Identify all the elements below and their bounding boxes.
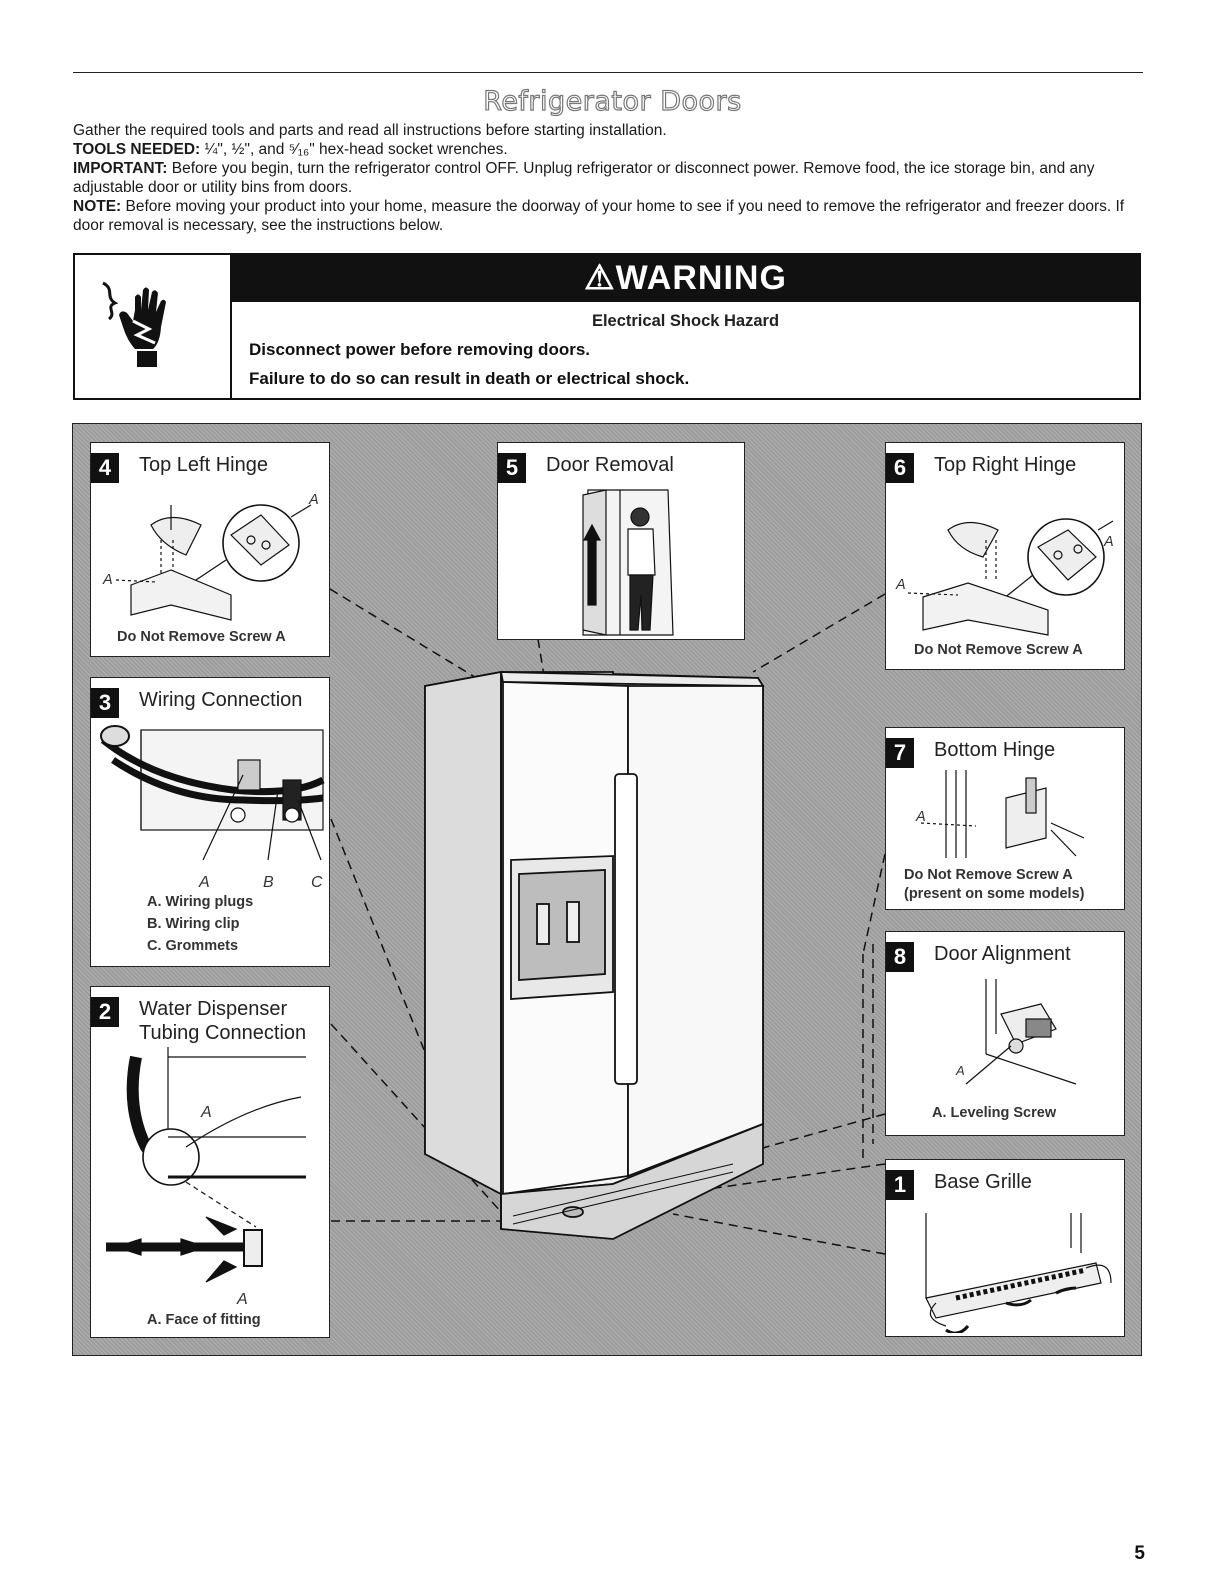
step-6-title: Top Right Hinge: [934, 453, 1076, 477]
page-number: 5: [1134, 1543, 1145, 1565]
step-7-number: 7: [886, 738, 914, 768]
step-7-callout-a: A: [916, 808, 926, 826]
step-4-title: Top Left Hinge: [139, 453, 268, 477]
step-5-number: 5: [498, 453, 526, 483]
wiring-connection-illustration: [93, 720, 329, 870]
step-6-callout-a: A: [1104, 533, 1114, 551]
step-1-number: 1: [886, 1170, 914, 1200]
warning-icon-cell: [75, 255, 232, 398]
step-4-callout-a: A: [309, 491, 319, 509]
door-alignment-illustration: [946, 974, 1096, 1094]
step-2-callout-a: A: [201, 1104, 212, 1122]
step-5-door-removal: 5 Door Removal: [497, 442, 745, 640]
step-7-title: Bottom Hinge: [934, 738, 1055, 762]
important-text: Before you begin, turn the refrigerator …: [73, 160, 1095, 196]
top-right-hinge-illustration: [898, 485, 1118, 640]
step-8-callout-a: A: [956, 1062, 965, 1080]
electrical-shock-hand-icon: [75, 255, 230, 398]
step-7-caption-1: Do Not Remove Screw A: [904, 866, 1073, 884]
step-4-number: 4: [91, 453, 119, 483]
top-rule: [73, 72, 1143, 73]
base-grille-illustration: [896, 1208, 1121, 1333]
step-3-title: Wiring Connection: [139, 688, 302, 712]
step-5-title: Door Removal: [546, 453, 674, 477]
door-removal-diagram: 4 Top Left Hinge A A Do Not Remove Screw…: [72, 423, 1142, 1356]
top-left-hinge-illustration: [111, 485, 321, 625]
step-1-base-grille: 1 Base Grille: [885, 1159, 1125, 1337]
tools-label: TOOLS NEEDED:: [73, 141, 200, 158]
hazard-title: Electrical Shock Hazard: [232, 312, 1139, 331]
step-3-label-b: B: [263, 874, 274, 892]
step-6-number: 6: [886, 453, 914, 483]
water-tubing-illustration: [96, 1047, 328, 1297]
step-4-caption: Do Not Remove Screw A: [117, 628, 286, 646]
tools-needed: TOOLS NEEDED: ¼", ½", and ⁵⁄₁₆" hex-head…: [73, 140, 1143, 159]
step-3-label-a: A: [199, 874, 210, 892]
step-3-label-c: C: [311, 874, 323, 892]
step-8-door-alignment: 8 Door Alignment A A. Leveling Screw: [885, 931, 1125, 1136]
step-3-caption-c: C. Grommets: [147, 937, 238, 955]
step-4-callout-a-left: A: [103, 571, 113, 589]
page-title: Refrigerator Doors: [0, 86, 1225, 117]
step-2-callout-a-bottom: A: [237, 1291, 248, 1309]
step-2-title-1: Water Dispenser: [139, 997, 287, 1021]
step-7-bottom-hinge: 7 Bottom Hinge A Do Not Remove Screw A (…: [885, 727, 1125, 910]
step-3-caption-b: B. Wiring clip: [147, 915, 240, 933]
warning-box: ⚠WARNING Electrical Shock Hazard Disconn…: [73, 253, 1141, 400]
intro-text: Gather the required tools and parts and …: [73, 121, 1143, 235]
warning-header: ⚠WARNING: [232, 255, 1139, 302]
step-3-number: 3: [91, 688, 119, 718]
step-8-number: 8: [886, 942, 914, 972]
important-label: IMPORTANT:: [73, 160, 167, 177]
step-2-title-2: Tubing Connection: [139, 1021, 306, 1045]
step-8-caption: A. Leveling Screw: [932, 1104, 1056, 1122]
note: NOTE: Before moving your product into yo…: [73, 197, 1143, 235]
step-3-wiring-connection: 3 Wiring Connection A B C A. Wiring plug…: [90, 677, 330, 967]
step-2-caption: A. Face of fitting: [147, 1311, 261, 1329]
warning-line-1: Disconnect power before removing doors.: [249, 340, 590, 360]
intro-line: Gather the required tools and parts and …: [73, 121, 1143, 140]
door-removal-illustration: [558, 485, 708, 637]
step-6-callout-a-left: A: [896, 576, 906, 594]
step-2-water-dispenser: 2 Water Dispenser Tubing Connection A A: [90, 986, 330, 1338]
note-text: Before moving your product into your hom…: [73, 198, 1124, 234]
warning-line-2: Failure to do so can result in death or …: [249, 369, 689, 389]
step-4-top-left-hinge: 4 Top Left Hinge A A Do Not Remove Screw…: [90, 442, 330, 657]
step-7-caption-2: (present on some models): [904, 885, 1084, 903]
step-8-title: Door Alignment: [934, 942, 1071, 966]
tools-text: ¼", ½", and ⁵⁄₁₆" hex-head socket wrench…: [200, 141, 508, 158]
step-1-title: Base Grille: [934, 1170, 1032, 1194]
step-2-number: 2: [91, 997, 119, 1027]
important-note: IMPORTANT: Before you begin, turn the re…: [73, 159, 1143, 197]
step-6-caption: Do Not Remove Screw A: [914, 641, 1083, 659]
note-label: NOTE:: [73, 198, 121, 215]
bottom-hinge-illustration: [916, 768, 1116, 863]
step-6-top-right-hinge: 6 Top Right Hinge A A Do Not Remove Scre…: [885, 442, 1125, 670]
step-3-caption-a: A. Wiring plugs: [147, 893, 253, 911]
